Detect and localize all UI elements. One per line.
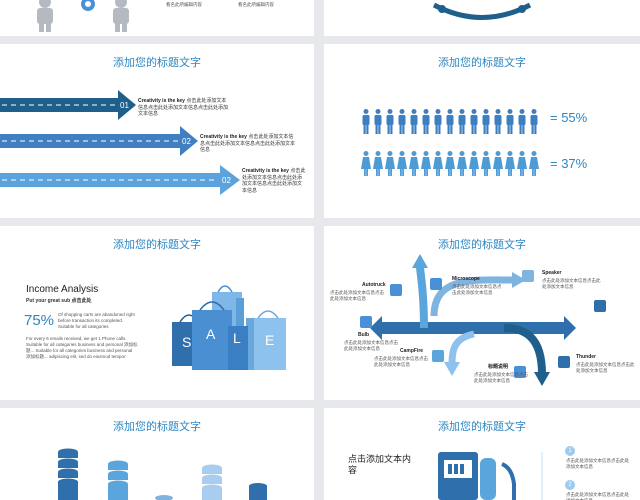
sale-letter-s: S: [182, 334, 192, 350]
speaker-icon: [522, 270, 534, 282]
slide-title: 添加您的标题文字: [113, 57, 201, 69]
step-1-badge: 1: [565, 446, 575, 456]
slide-fuel[interactable]: 添加您的标题文字 点击添加文本内容 1 点击此处添加文本信息点击此处添加文本信息…: [324, 408, 640, 500]
income-body: For every 6 emails received, we get 1 Ph…: [26, 336, 138, 359]
truck-icon: [390, 284, 402, 296]
income-percent: 75%: [24, 312, 55, 329]
label-bulb: Bulb: [358, 332, 370, 338]
label-autotruck: Autotruck: [362, 282, 386, 288]
filler-campfire: 点击此处添加文本信息点击此处添加文本信息: [374, 356, 428, 367]
income-subheading: Put your great sub 点击此处: [26, 298, 92, 304]
slide-top-right[interactable]: [324, 0, 640, 36]
step-2-badge: 2: [565, 480, 575, 490]
sale-letter-a: A: [206, 326, 216, 342]
label-mid: 标题说明: [488, 364, 509, 370]
slide-title: 添加您的标题文字: [113, 421, 201, 433]
campfire-icon: [432, 350, 444, 362]
label-campfire: CampFire: [400, 348, 424, 354]
slide-arrows[interactable]: 添加您的标题文字 01 02 02 Creativity is the key …: [0, 44, 314, 218]
arrow-2-num: 02: [182, 137, 191, 146]
bulb-icon: [360, 316, 372, 328]
arrow-2-text: Creativity is the key 点击此处添加文本信息点击此处添加文本…: [200, 134, 296, 153]
filler-microscope: 点击此处添加文本信息点击此处添加文本信息: [452, 284, 502, 295]
roads-diagram: [360, 254, 606, 386]
fuel-pump-icon: [438, 452, 543, 500]
slide-title: 添加您的标题文字: [438, 421, 526, 433]
female-percent: = 37%: [550, 156, 588, 171]
filler-autotruck: 点击此处添加文本信息点击此处添加文本信息: [330, 290, 384, 301]
caption-1: 看名此所编辑内容: [166, 2, 202, 7]
income-heading: Income Analysis: [26, 284, 99, 295]
slide-top-left[interactable]: 看名此所编辑内容 看名此所编辑内容: [0, 0, 314, 36]
label-speaker: Speaker: [542, 270, 562, 276]
filler-thunder: 点击此处添加文本信息点击此处添加文本信息: [576, 362, 635, 373]
arrow-3-text: Creativity is the key 点击此处添加文本信息点击此处添加文本…: [242, 168, 306, 194]
filler-bulb: 点击此处添加文本信息点击此处添加文本信息: [344, 340, 398, 351]
people-gear-icon: [37, 0, 129, 32]
ring-chart-icon: [432, 2, 532, 20]
label-thunder: Thunder: [576, 354, 596, 360]
filler-speaker: 点击此处添加文本信息点击此处添加文本信息: [542, 278, 601, 289]
male-percent: = 55%: [550, 110, 588, 125]
percent-text: Of shopping carts are abandoned right be…: [58, 312, 135, 329]
shopping-bags-icon: [172, 285, 286, 370]
label-microscope: Microscope: [452, 276, 480, 282]
arrow-3-num: 02: [222, 176, 231, 185]
thunder-icon: [558, 356, 570, 368]
sale-letter-l: L: [233, 330, 241, 346]
fuel-heading: 点击添加文本内容: [348, 454, 412, 475]
sale-letter-e: E: [265, 332, 275, 348]
arrow-roads: 01 02 02: [0, 90, 240, 195]
slide-income[interactable]: 添加您的标题文字 Income Analysis Put your great …: [0, 226, 314, 400]
step-1-text: 点击此处添加文本信息点击此处添加文本信息: [566, 458, 629, 469]
coin-stacks-icon: [58, 448, 267, 500]
slide-roads[interactable]: 添加您的标题文字 Autotruck 点击: [324, 226, 640, 400]
slide-people[interactable]: 添加您的标题文字: [324, 44, 640, 218]
slide-title: 添加您的标题文字: [438, 239, 526, 251]
slide-title: 添加您的标题文字: [438, 57, 526, 69]
filler-mid: 点击此处添加文本信息点击此处添加文本信息: [474, 372, 528, 383]
gear-icon: [594, 300, 606, 312]
people-icons: [361, 109, 539, 176]
slide-coins[interactable]: 添加您的标题文字: [0, 408, 314, 500]
slide-title: 添加您的标题文字: [113, 239, 201, 251]
arrow-1-num: 01: [120, 101, 129, 110]
arrow-1-text: Creativity is the key 点击此处添加文本信息点击此处添加文本…: [138, 98, 229, 117]
caption-2: 看名此所编辑内容: [238, 2, 274, 7]
clock-icon: [514, 366, 526, 378]
step-2-text: 点击此处添加文本信息点击此处添加文本信息: [566, 492, 629, 500]
microscope-icon: [430, 278, 442, 290]
